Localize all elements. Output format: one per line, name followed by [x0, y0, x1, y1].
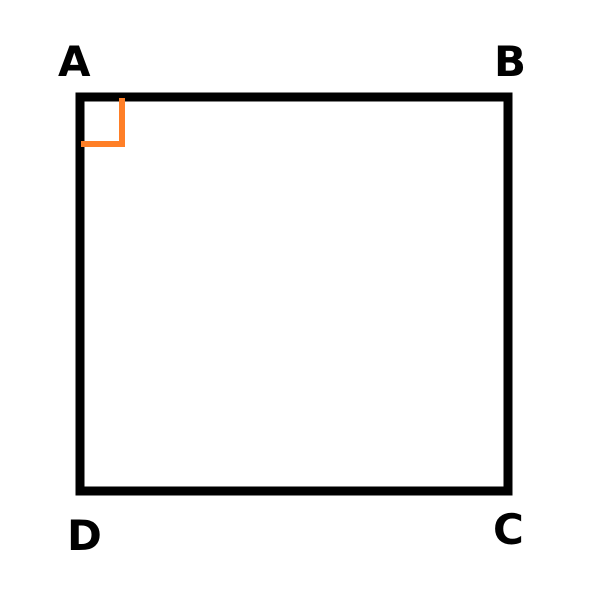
- vertex-label-d: D: [67, 511, 102, 560]
- square-outline: [75, 92, 513, 496]
- vertex-label-c: C: [493, 505, 524, 554]
- right-angle-marker: [81, 98, 125, 147]
- vertex-label-b: B: [494, 37, 526, 86]
- vertex-label-a: A: [58, 37, 91, 86]
